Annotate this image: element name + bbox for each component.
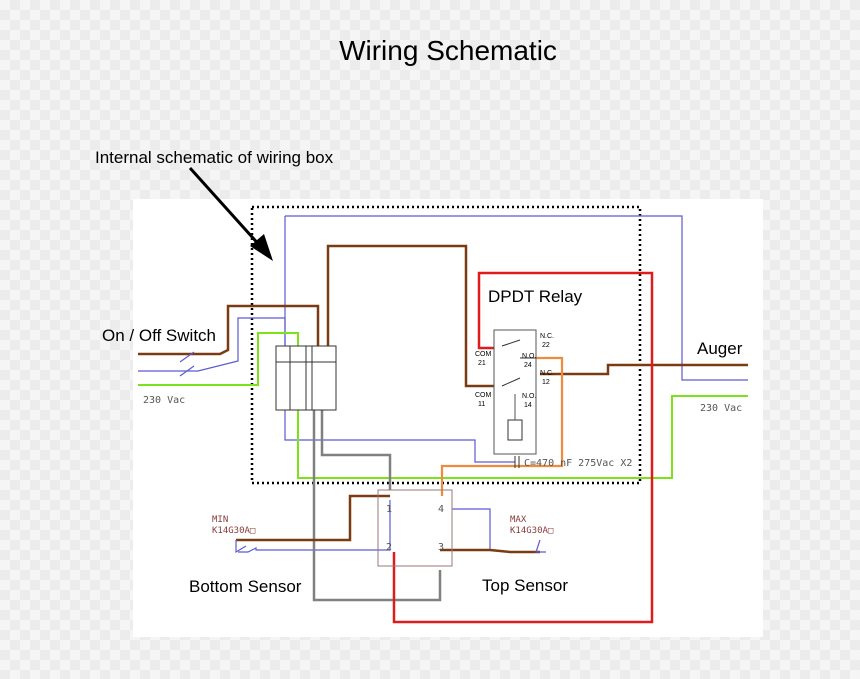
brown-wires	[138, 244, 748, 554]
switch-label: On / Off Switch	[102, 326, 216, 345]
annotation-label: Internal schematic of wiring box	[95, 148, 334, 167]
terminal-1: 1	[386, 504, 392, 515]
terminal-2: 2	[386, 542, 392, 553]
svg-text:24: 24	[524, 362, 532, 369]
bottom-sensor-label: Bottom Sensor	[189, 577, 302, 596]
capacitor-label: C=470 nF 275Vac X2	[524, 458, 632, 469]
top-sensor-label: Top Sensor	[482, 576, 568, 595]
svg-text:COM: COM	[475, 392, 492, 399]
terminal-4: 4	[438, 504, 444, 515]
diagram-panel	[133, 199, 763, 637]
svg-text:14: 14	[524, 402, 532, 409]
svg-text:N.O.: N.O.	[522, 393, 536, 400]
switch-contacts	[179, 351, 195, 377]
min-sensor-code: K14G30A□	[212, 526, 256, 536]
relay-pin-labels: COM 21 COM 11 N.C. 22 N.O. 24 N.C. 12 N.…	[475, 333, 554, 409]
svg-text:22: 22	[542, 342, 550, 349]
relay-body	[493, 329, 537, 455]
max-sensor-tag: MAX	[510, 515, 527, 525]
capacitor-symbol	[514, 456, 520, 468]
red-wire	[392, 271, 654, 624]
svg-text:N.C.: N.C.	[540, 333, 554, 340]
svg-text:N.O.: N.O.	[522, 353, 536, 360]
svg-text:12: 12	[542, 379, 550, 386]
min-sensor-tag: MIN	[212, 515, 228, 525]
sensor-junction-box	[377, 489, 453, 567]
max-sensor-code: K14G30A□	[510, 526, 554, 536]
terminal-block	[275, 345, 337, 411]
page-title: Wiring Schematic	[339, 35, 557, 66]
annotation-arrow	[188, 166, 273, 261]
sensor-contacts	[235, 539, 546, 554]
auger-label: Auger	[697, 339, 743, 358]
supply-right-label: 230 Vac	[700, 403, 742, 414]
supply-left-label: 230 Vac	[143, 395, 185, 406]
svg-text:N.C.: N.C.	[540, 370, 554, 377]
svg-text:11: 11	[478, 401, 485, 408]
relay-label: DPDT Relay	[488, 287, 583, 306]
orange-wire	[440, 356, 564, 496]
wiring-box-outline	[250, 205, 642, 485]
svg-text:COM: COM	[475, 351, 492, 358]
terminal-3: 3	[438, 542, 444, 553]
svg-text:21: 21	[478, 360, 486, 367]
